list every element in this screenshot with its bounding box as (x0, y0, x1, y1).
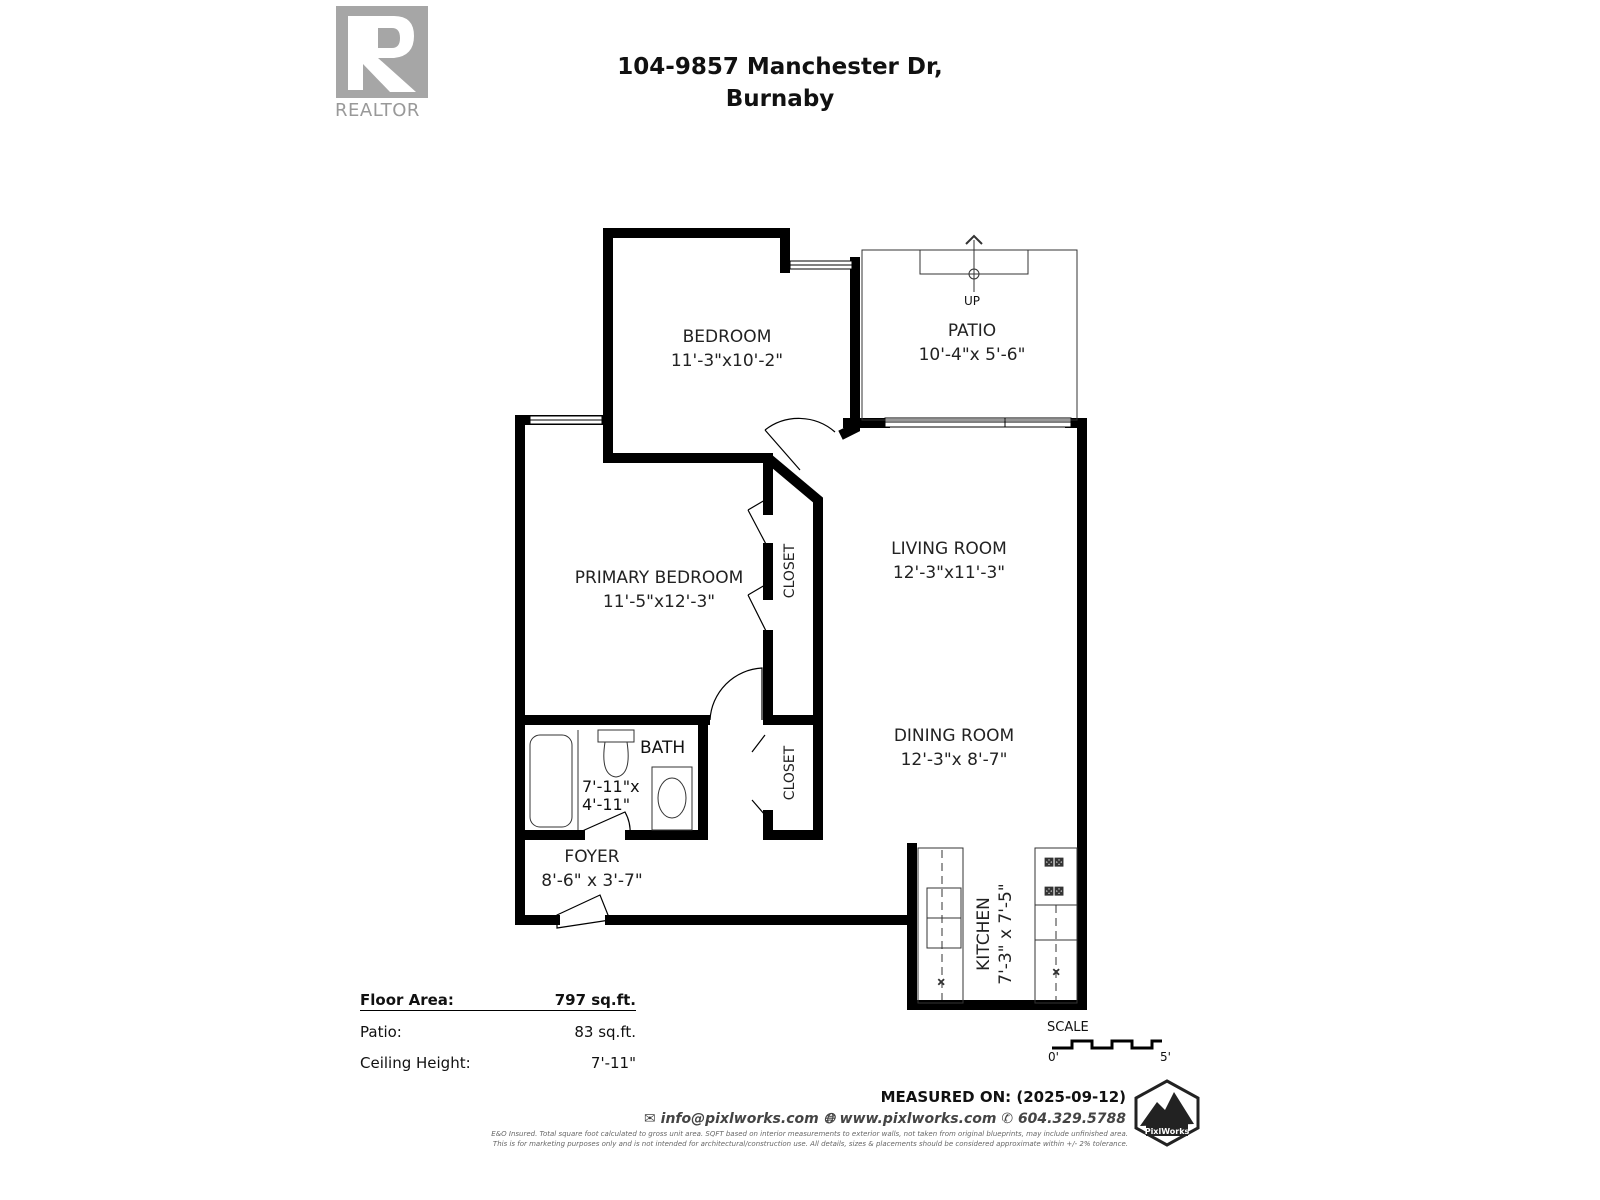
patio-up-label: UP (964, 294, 981, 308)
email-icon: ✉ (644, 1111, 661, 1127)
ceiling-height-row: Ceiling Height:7'-11" (360, 1054, 636, 1072)
scale-max: 5' (1160, 1050, 1171, 1064)
wall (838, 257, 860, 440)
scale-min: 0' (1048, 1050, 1059, 1064)
floor-area-row: Floor Area:797 sq.ft. (360, 991, 636, 1011)
address-line2: Burnaby (725, 86, 835, 112)
pixlworks-brand: PixlWorks (1145, 1127, 1190, 1136)
svg-text:⊠⊠: ⊠⊠ (1044, 884, 1064, 898)
svg-text:⊠⊠: ⊠⊠ (1044, 855, 1064, 869)
realtor-r-icon (348, 16, 416, 92)
scale-bar (1052, 1039, 1162, 1050)
phone-number: 604.329.5788 (1017, 1111, 1126, 1127)
website-link[interactable]: www.pixlworks.com (839, 1111, 997, 1127)
patio-area-row: Patio:83 sq.ft. (360, 1023, 636, 1041)
disclaimer-2: This is for marketing purposes only and … (492, 1140, 1128, 1148)
realtor-logo (336, 6, 428, 98)
svg-text:×: × (1052, 967, 1060, 978)
closet-label-1: CLOSET (782, 543, 798, 599)
scale-label: SCALE (1047, 1020, 1089, 1035)
realtor-brand: REALTOR (335, 100, 420, 121)
address-line1: 104-9857 Manchester Dr, (617, 54, 943, 80)
globe-icon: 🌐︎ (823, 1111, 840, 1127)
svg-text:×: × (937, 977, 945, 988)
measured-on: MEASURED ON: (2025-09-12) (880, 1088, 1126, 1106)
phone-icon: ✆ (1001, 1111, 1018, 1127)
email-link[interactable]: info@pixlworks.com (660, 1111, 819, 1127)
pixlworks-logo: PixlWorks (1134, 1079, 1200, 1147)
closet-label-2: CLOSET (782, 745, 798, 801)
contact-row: ✉ info@pixlworks.com 🌐︎ www.pixlworks.co… (644, 1111, 1126, 1127)
disclaimer-1: E&O Insured. Total square foot calculate… (491, 1130, 1128, 1138)
room-bath-name: BATH (640, 738, 686, 758)
